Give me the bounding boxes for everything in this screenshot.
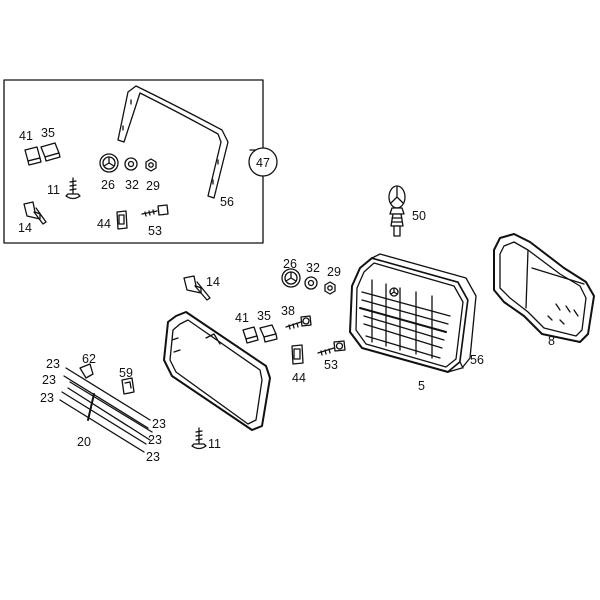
clip-35-inset (40, 142, 61, 162)
clip-35 (259, 324, 278, 343)
callout-inset-11: 11 (47, 183, 60, 197)
callout-inset-14: 14 (18, 221, 32, 235)
callout-inset-32: 32 (125, 178, 139, 192)
grille-surround-frame (163, 311, 271, 431)
callout-62: 62 (82, 352, 96, 366)
nut-29-inset (145, 158, 157, 172)
clip-59 (121, 377, 135, 395)
screw-38 (285, 315, 312, 330)
callout-23-e: 23 (148, 433, 162, 447)
nut-29 (324, 281, 336, 295)
callout-23-c: 23 (40, 391, 54, 405)
screw-11 (191, 427, 207, 450)
screw-53-inset (141, 204, 169, 217)
callout-32: 32 (306, 261, 320, 275)
reference-circle (248, 147, 278, 177)
callout-38: 38 (281, 304, 295, 318)
trim-bars-20 (59, 367, 153, 453)
callout-29: 29 (327, 265, 341, 279)
clip-62 (79, 363, 94, 379)
callout-inset-44: 44 (97, 217, 111, 231)
callout-inset-ref: 47 (256, 156, 270, 170)
washer-32 (304, 276, 318, 290)
screw-11-inset (65, 177, 81, 200)
callout-inset-26: 26 (101, 178, 115, 192)
trim-strip-inset (117, 85, 229, 199)
callout-20: 20 (77, 435, 91, 449)
callout-35: 35 (257, 309, 271, 323)
callout-11: 11 (208, 437, 221, 451)
callout-14: 14 (206, 275, 220, 289)
grille-frame-8 (493, 233, 595, 343)
callout-inset-56: 56 (220, 195, 234, 209)
callout-26: 26 (283, 257, 297, 271)
callout-inset-29: 29 (146, 179, 160, 193)
bracket-14-inset (23, 201, 47, 225)
callout-44: 44 (292, 371, 306, 385)
callout-53: 53 (324, 358, 338, 372)
screw-53 (317, 340, 346, 356)
clip-41-inset (24, 146, 42, 166)
callout-23-f: 23 (146, 450, 160, 464)
hood-star-ornament-50 (388, 185, 406, 237)
callout-5: 5 (418, 379, 425, 393)
inset-detail-box: 47 (3, 79, 278, 244)
callout-23-a: 23 (46, 357, 60, 371)
callout-inset-41: 41 (19, 129, 33, 143)
callout-56: 56 (470, 353, 484, 367)
star-emblem-26 (281, 268, 301, 288)
bracket-14 (183, 275, 211, 301)
callout-inset-35: 35 (41, 126, 55, 140)
callout-23-b: 23 (42, 373, 56, 387)
callout-41: 41 (235, 311, 249, 325)
callout-inset-53: 53 (148, 224, 162, 238)
clip-44 (291, 344, 304, 365)
callout-59: 59 (119, 366, 133, 380)
callout-50: 50 (412, 209, 426, 223)
callout-8: 8 (548, 334, 555, 348)
callout-23-d: 23 (152, 417, 166, 431)
star-emblem-26-inset (99, 153, 119, 173)
clip-44-inset (116, 210, 128, 230)
washer-32-inset (124, 157, 138, 171)
clip-41 (242, 326, 259, 344)
radiator-grille-shell-5 (349, 253, 477, 373)
